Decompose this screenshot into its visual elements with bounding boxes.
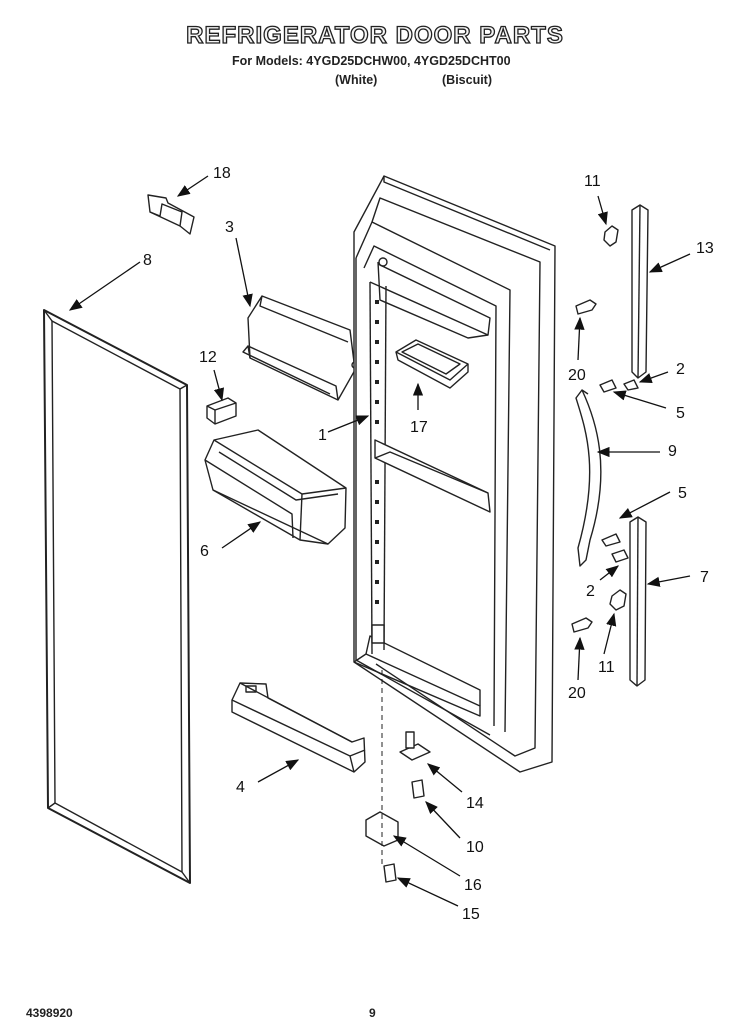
variant-biscuit: (Biscuit) bbox=[442, 73, 492, 87]
door-gasket bbox=[43, 309, 191, 884]
shelf-rail bbox=[231, 682, 366, 773]
spacer-upper bbox=[623, 379, 639, 391]
callout-6: 6 bbox=[200, 543, 209, 560]
screw-10 bbox=[411, 779, 425, 799]
callout-11-bottom: 11 bbox=[598, 659, 615, 676]
models-line: For Models: 4YGD25DCHW00, 4YGD25DCHT00 bbox=[232, 54, 511, 68]
callout-3: 3 bbox=[225, 219, 234, 236]
door-liner bbox=[353, 175, 556, 773]
trim-clip-top bbox=[603, 225, 619, 247]
doc-number: 4398920 bbox=[26, 1006, 73, 1020]
callout-2-bottom: 2 bbox=[586, 583, 595, 600]
callout-16: 16 bbox=[464, 877, 482, 894]
callout-20-bottom: 20 bbox=[568, 685, 586, 702]
callout-8: 8 bbox=[143, 252, 152, 269]
callout-18: 18 bbox=[213, 165, 231, 182]
handle-screw-lower bbox=[601, 533, 621, 547]
callout-12: 12 bbox=[199, 349, 217, 366]
callout-7: 7 bbox=[700, 569, 709, 586]
callout-2-top: 2 bbox=[676, 361, 685, 378]
callout-17: 17 bbox=[410, 419, 428, 436]
callout-5-bottom: 5 bbox=[678, 485, 687, 502]
spacer-lower bbox=[611, 549, 629, 563]
door-handle bbox=[575, 389, 602, 567]
page-number: 9 bbox=[369, 1006, 376, 1020]
trim-clip-bottom bbox=[609, 589, 627, 611]
callout-9: 9 bbox=[668, 443, 677, 460]
hinge-pin bbox=[399, 731, 431, 761]
dairy-door bbox=[242, 295, 359, 401]
dispenser-cup bbox=[395, 339, 469, 389]
callout-13: 13 bbox=[696, 240, 714, 257]
screw-15 bbox=[383, 863, 397, 883]
variant-white: (White) bbox=[335, 73, 378, 87]
handle-screw-upper bbox=[599, 379, 617, 393]
callout-1: 1 bbox=[318, 427, 327, 444]
callout-5-top: 5 bbox=[676, 405, 685, 422]
screw-upper bbox=[575, 299, 597, 315]
page-title: REFRIGERATOR DOOR PARTS bbox=[186, 21, 564, 49]
callout-11-top: 11 bbox=[584, 173, 601, 190]
screw-lower bbox=[571, 617, 593, 633]
small-clip bbox=[206, 397, 237, 425]
bracket-clip bbox=[147, 194, 195, 235]
callout-15: 15 bbox=[462, 906, 480, 923]
door-bin bbox=[204, 429, 347, 545]
callout-10: 10 bbox=[466, 839, 484, 856]
callout-14: 14 bbox=[466, 795, 484, 812]
callout-4: 4 bbox=[236, 779, 245, 796]
callout-20-top: 20 bbox=[568, 367, 586, 384]
